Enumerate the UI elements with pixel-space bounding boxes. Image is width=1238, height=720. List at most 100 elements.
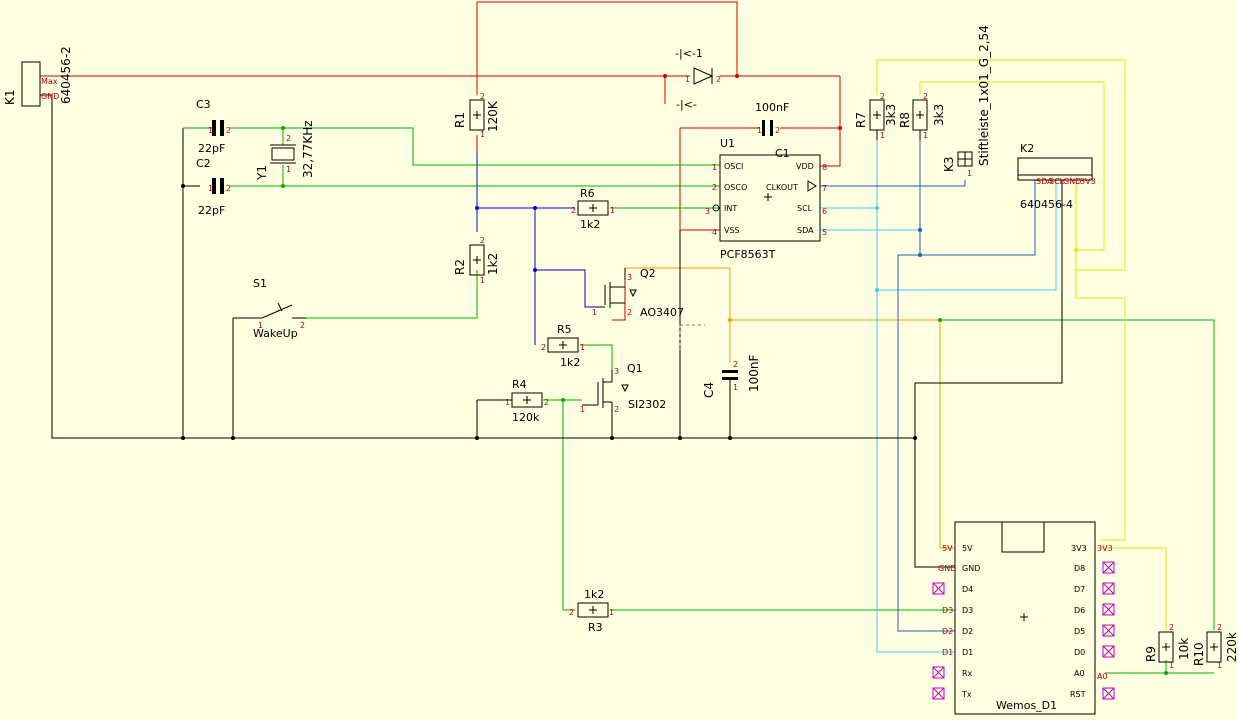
k2-ref: K2	[1020, 142, 1034, 155]
resistor-r2: 21 R2 1k2	[453, 236, 500, 285]
module-wemos-d1: 5V GND D4 D3 D2 D1 Rx Tx 3V3 D8 D7 D6 D5…	[932, 521, 1115, 715]
svg-text:2: 2	[733, 360, 738, 369]
svg-text:D6: D6	[1074, 606, 1085, 615]
svg-text:D3: D3	[962, 606, 973, 615]
r3-value: 1k2	[584, 588, 604, 601]
net-ground	[40, 94, 1063, 568]
svg-text:D0: D0	[1074, 648, 1085, 657]
r4-value: 120k	[512, 411, 540, 424]
svg-text:2: 2	[571, 206, 576, 215]
svg-text:5V: 5V	[942, 544, 953, 553]
r10-ref: R10	[1192, 642, 1206, 666]
q2-value: AO3407	[640, 306, 684, 319]
svg-text:5: 5	[822, 228, 827, 237]
svg-text:3V3: 3V3	[1080, 177, 1096, 186]
resistor-r10: 21 R10 220k	[1192, 623, 1238, 670]
svg-text:2: 2	[1217, 623, 1222, 632]
r8-ref: R8	[898, 112, 912, 128]
svg-text:OSCI: OSCI	[724, 162, 743, 171]
net-cyan-scl	[820, 140, 1057, 653]
svg-text:2: 2	[544, 398, 549, 407]
svg-text:3: 3	[627, 273, 632, 282]
svg-text:GND: GND	[938, 564, 956, 573]
k1-ref: K1	[3, 89, 17, 105]
svg-text:8: 8	[822, 163, 827, 172]
connector-k2: SDA SCL GND 3V3 K2 640456-4	[1017, 142, 1096, 211]
r1-value: 120K	[486, 100, 500, 132]
svg-text:RST: RST	[1070, 690, 1086, 699]
svg-text:1: 1	[480, 130, 485, 139]
c4-value: 100nF	[747, 354, 761, 392]
svg-text:4: 4	[712, 228, 717, 237]
svg-text:SDA: SDA	[797, 226, 814, 235]
c1-value: 100nF	[755, 101, 789, 114]
svg-text:A0: A0	[1074, 669, 1085, 678]
c4-ref: C4	[702, 382, 716, 398]
svg-text:2: 2	[569, 608, 574, 617]
svg-text:1: 1	[685, 75, 690, 84]
r2-value: 1k2	[486, 253, 500, 275]
svg-text:6: 6	[822, 207, 827, 216]
svg-text:1: 1	[757, 126, 762, 135]
net-green	[230, 127, 1215, 674]
diode-top-label: -|<-1	[675, 47, 703, 60]
net-red-vbat	[40, 1, 841, 321]
r9-value: 10k	[1177, 638, 1191, 660]
diode-mid-label: -|<-	[676, 98, 697, 111]
s1-value: WakeUp	[253, 327, 298, 340]
svg-text:D5: D5	[1074, 627, 1085, 636]
r6-value: 1k2	[580, 218, 600, 231]
q1-value: SI2302	[628, 398, 666, 411]
net-blue-sda	[820, 140, 1036, 632]
svg-text:2: 2	[627, 308, 632, 317]
svg-text:A0: A0	[1097, 672, 1108, 681]
svg-text:Max: Max	[41, 77, 58, 86]
svg-text:OSCO: OSCO	[724, 183, 747, 192]
svg-text:2: 2	[716, 75, 721, 84]
q2-ref: Q2	[640, 267, 656, 280]
svg-text:1: 1	[258, 321, 263, 330]
svg-text:GND: GND	[962, 564, 980, 573]
r1-ref: R1	[453, 112, 467, 128]
connector-k1: Max GND K1 640456-2	[3, 46, 73, 107]
svg-text:1: 1	[208, 126, 213, 135]
svg-text:5V: 5V	[962, 544, 973, 553]
y1-value: 32,77KHz	[301, 120, 315, 178]
r7-value: 3k3	[884, 104, 898, 126]
svg-text:1: 1	[733, 383, 738, 392]
svg-text:1: 1	[1169, 661, 1174, 670]
capacitor-c4: 2 1 C4 100nF	[702, 354, 761, 398]
resistor-r1: 21 R1 120K	[453, 92, 500, 139]
svg-text:2: 2	[712, 183, 717, 192]
svg-text:2: 2	[226, 184, 231, 193]
svg-text:VDD: VDD	[796, 162, 814, 171]
svg-text:3V3: 3V3	[1071, 544, 1087, 553]
y1-ref: Y1	[255, 165, 269, 181]
connector-k3: 1 K3 Stiftleiste_1x01_G_2,54	[942, 25, 991, 178]
mosfet-q2: 321 Q2 AO3407	[592, 267, 684, 319]
mosfet-q1: 321 Q1 SI2302	[580, 362, 666, 414]
resistor-r7: 21 R7 3k3	[854, 92, 898, 140]
svg-text:1: 1	[712, 163, 717, 172]
junction-dots	[181, 74, 1168, 675]
svg-text:7: 7	[822, 184, 827, 193]
svg-text:3: 3	[614, 367, 619, 376]
svg-text:1: 1	[923, 131, 928, 140]
r4-ref: R4	[512, 378, 527, 391]
svg-text:Tx: Tx	[961, 690, 972, 699]
ic-u1: OSCI OSCO INT VSS VDD CLKOUT SCL SDA 12 …	[705, 137, 827, 261]
svg-text:1: 1	[1217, 661, 1222, 670]
svg-text:1: 1	[286, 165, 291, 174]
svg-text:2: 2	[300, 321, 305, 330]
svg-text:SCL: SCL	[1049, 177, 1065, 186]
svg-text:1: 1	[967, 169, 972, 178]
c2-value: 22pF	[198, 204, 225, 217]
svg-text:2: 2	[775, 126, 780, 135]
svg-text:1: 1	[609, 608, 614, 617]
svg-text:2: 2	[480, 236, 485, 245]
